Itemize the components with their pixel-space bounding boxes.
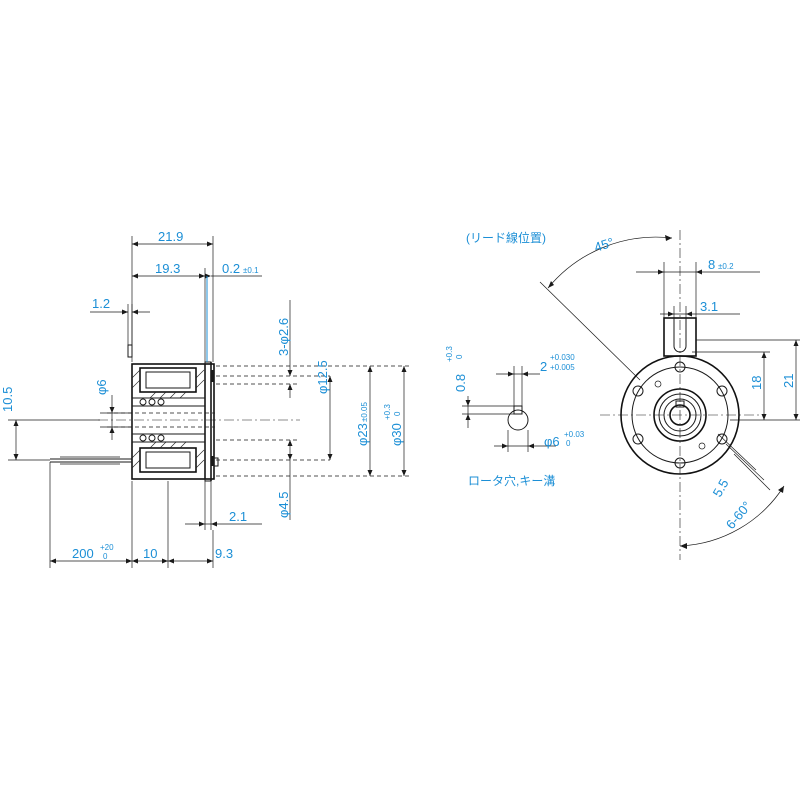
dim-outer-tol-lower: 0	[393, 411, 402, 416]
dim-key-width: 2	[540, 359, 547, 374]
dim-key-depth-tol-upper: +0.3	[445, 346, 454, 362]
dim-key-width-tol-lower: +0.005	[550, 363, 575, 372]
dim-body-length: 19.3	[155, 261, 180, 276]
dim-bore-diameter: φ6	[544, 434, 560, 449]
dim-key-width-tol-upper: +0.030	[550, 353, 575, 362]
dim-tab-width: 8	[708, 257, 715, 272]
dim-shaft-offset: 10.5	[0, 387, 15, 412]
dim-rear-thickness: 2.1	[229, 509, 247, 524]
dim-bore-tol-lower: 0	[566, 439, 571, 448]
dim-gap: 0.2	[222, 261, 240, 276]
side-dimension-lines	[8, 236, 407, 568]
front-view	[600, 230, 760, 560]
dim-body-diameter: φ23	[355, 423, 370, 446]
lead-position-note: (リード線位置)	[466, 230, 546, 245]
front-dimension-lines	[539, 235, 800, 549]
dim-boss-diameter: φ12.5	[315, 360, 330, 394]
dim-height-21: 21	[781, 374, 796, 388]
dim-key-depth-tol-lower: 0	[455, 354, 464, 359]
dim-mount-hole: 5.5	[710, 476, 732, 499]
dim-bore-tol-upper: +0.03	[564, 430, 585, 439]
dim-overall-length: 21.9	[158, 229, 183, 244]
dim-lead-length: 200	[72, 546, 94, 561]
dim-height-18: 18	[749, 376, 764, 390]
dim-lead-diameter: φ4.5	[276, 491, 291, 518]
dim-lead-tol-lower: 0	[103, 552, 108, 561]
front-dimension-text: (リード線位置) 45° 8 ±0.2 3.1 18 21 5.5 6-60°	[466, 230, 796, 532]
dim-flange-thickness: 1.2	[92, 296, 110, 311]
dim-shaft-diameter: φ6	[94, 379, 109, 395]
side-section-view	[50, 344, 410, 482]
dim-hole-pattern: 3-φ2.6	[276, 318, 291, 356]
dim-lead-angle: 45°	[592, 235, 615, 255]
dim-outer-tol-upper: +0.3	[383, 404, 392, 420]
dim-tab-width-tol: ±0.2	[718, 262, 734, 271]
dim-slot-width: 3.1	[700, 299, 718, 314]
dim-lead-tol-upper: +20	[100, 543, 114, 552]
side-dimension-text: 21.9 19.3 0.2 ±0.1 1.2 φ6 10.5 3-φ2.6 φ1…	[0, 229, 404, 561]
dim-outer-diameter: φ30	[389, 423, 404, 446]
keyway-dimension-text: 0.8 +0.3 0 2 +0.030 +0.005 φ6 +0.03 0 ロー…	[445, 346, 585, 488]
keyway-detail	[462, 366, 556, 452]
dim-body-diameter-tol: ±0.05	[360, 401, 369, 422]
dim-key-depth: 0.8	[453, 374, 468, 392]
rotor-keyway-note: ロータ穴,キー溝	[468, 473, 555, 488]
dim-gap-tol: ±0.1	[243, 266, 259, 275]
dim-rear-length: 10	[143, 546, 157, 561]
dim-hole-angle: 6-60°	[723, 498, 755, 532]
dim-front-length: 9.3	[215, 546, 233, 561]
